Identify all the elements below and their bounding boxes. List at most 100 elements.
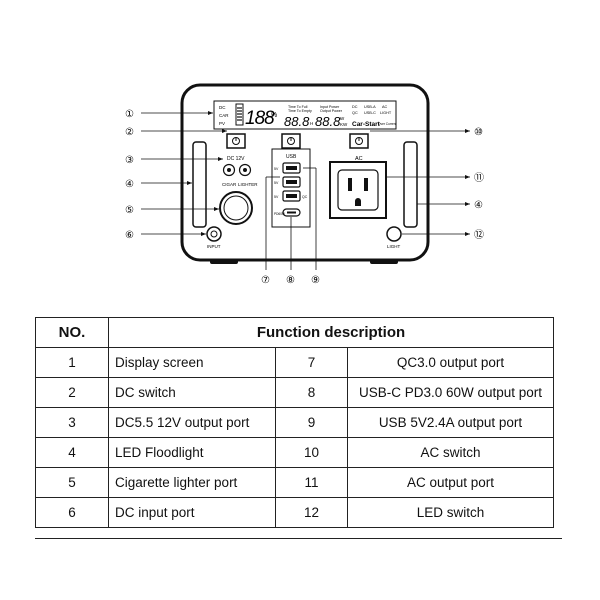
function-table: NO. Function description 1 Display scree… bbox=[35, 317, 554, 528]
row-description: USB 5V2.4A output port bbox=[347, 407, 554, 438]
lcd-input-dc: DC bbox=[219, 105, 226, 110]
lcd-time-to-empty: Time To Empty bbox=[288, 109, 312, 113]
table-row: 2 DC switch 8 USB-C PD3.0 60W output por… bbox=[35, 377, 554, 408]
dc-switch-button[interactable] bbox=[226, 133, 246, 149]
table-row: 5 Cigarette lighter port 11 AC output po… bbox=[35, 467, 554, 498]
row-number: 10 bbox=[275, 437, 348, 468]
table-row: 1 Display screen 7 QC3.0 output port bbox=[35, 347, 554, 378]
lcd-car-start: Car-Start bbox=[352, 121, 381, 128]
row-number: 7 bbox=[275, 347, 348, 378]
row-number: 8 bbox=[275, 377, 348, 408]
row-description: DC switch bbox=[108, 377, 276, 408]
dc55-port-right[interactable] bbox=[238, 163, 252, 177]
dc-input-port[interactable] bbox=[206, 226, 222, 242]
dc55-port-left[interactable] bbox=[222, 163, 236, 177]
device-foot-right bbox=[370, 259, 398, 264]
callouts-right: ⑩ ⑪ ④ ⑫ bbox=[370, 127, 484, 241]
ac-label: AC bbox=[355, 156, 363, 162]
row-number: 9 bbox=[275, 407, 348, 438]
lcd-input-car: CAR bbox=[219, 113, 229, 118]
lcd-input-pv: PV bbox=[219, 121, 225, 126]
input-label: INPUT bbox=[207, 244, 221, 249]
row-number: 12 bbox=[275, 497, 348, 528]
ac-switch-button[interactable] bbox=[349, 133, 369, 149]
lcd-digits-watts: 88.8 bbox=[315, 114, 341, 129]
callout-3: ③ bbox=[125, 155, 134, 166]
row-description: USB-C PD3.0 60W output port bbox=[347, 377, 554, 408]
usb-c-port[interactable] bbox=[282, 208, 301, 217]
callout-8: ⑧ bbox=[286, 275, 295, 286]
bottom-rule bbox=[35, 538, 562, 539]
lcd-out-light: LIGHT bbox=[380, 111, 392, 115]
lcd-battery-icon bbox=[235, 103, 244, 126]
lcd-out-ac: AC bbox=[382, 105, 388, 109]
callout-4-left: ④ bbox=[125, 179, 134, 190]
usb-port-label-1: 5V bbox=[274, 167, 279, 171]
cigarette-lighter-port[interactable] bbox=[219, 191, 253, 225]
header-no: NO. bbox=[35, 317, 109, 348]
lcd-digits-hours: 88.8 bbox=[284, 114, 310, 129]
usb-port-label-2: 5V bbox=[274, 181, 279, 185]
usb-label: USB bbox=[286, 154, 297, 160]
table-row: 4 LED Floodlight 10 AC switch bbox=[35, 437, 554, 468]
row-description: Cigarette lighter port bbox=[108, 467, 276, 498]
row-description: DC input port bbox=[108, 497, 276, 528]
row-description: DC5.5 12V output port bbox=[108, 407, 276, 438]
usb-port-1[interactable] bbox=[282, 162, 301, 174]
lcd-display: DC CAR PV 188 % Time To Full Time To Emp… bbox=[213, 100, 397, 130]
row-number: 6 bbox=[35, 497, 109, 528]
led-floodlight-left bbox=[192, 141, 207, 228]
lcd-output-power: Output Power bbox=[320, 109, 343, 113]
table-header-row: NO. Function description bbox=[35, 317, 554, 348]
light-label: LIGHT bbox=[387, 244, 401, 249]
callout-11: ⑪ bbox=[474, 172, 484, 184]
row-description: LED switch bbox=[347, 497, 554, 528]
row-description: LED Floodlight bbox=[108, 437, 276, 468]
usb-port-3[interactable] bbox=[282, 190, 301, 202]
led-switch-button[interactable] bbox=[386, 226, 402, 242]
lcd-battery-digits: 188 bbox=[245, 108, 275, 129]
callout-6: ⑥ bbox=[125, 230, 134, 241]
callout-10: ⑩ bbox=[474, 127, 483, 138]
header-function-description: Function description bbox=[108, 317, 554, 348]
lcd-out-usbc: USB-C bbox=[364, 111, 376, 115]
cigar-label: CIGAR bbox=[222, 182, 237, 187]
callout-9: ⑨ bbox=[311, 275, 320, 286]
lcd-out-dc: DC bbox=[352, 105, 358, 109]
row-number: 3 bbox=[35, 407, 109, 438]
ac-outlet[interactable] bbox=[329, 161, 387, 219]
qc-label: QC bbox=[302, 195, 308, 199]
lcd-percent: % bbox=[271, 112, 277, 119]
row-number: 2 bbox=[35, 377, 109, 408]
row-description: Display screen bbox=[108, 347, 276, 378]
power-station-diagram: DC CAR PV 188 % Time To Full Time To Emp… bbox=[125, 83, 484, 286]
usb-port-label-3: 5V bbox=[274, 195, 279, 199]
row-description: AC output port bbox=[347, 467, 554, 498]
row-description: AC switch bbox=[347, 437, 554, 468]
callout-4-right: ④ bbox=[474, 200, 483, 211]
lcd-unit-w: W bbox=[340, 116, 345, 121]
row-number: 4 bbox=[35, 437, 109, 468]
lcd-over-current: Over Current bbox=[378, 122, 397, 126]
lcd-unit-kw: KW bbox=[340, 122, 348, 127]
lcd-input-power: Input Power bbox=[320, 105, 340, 109]
callout-7: ⑦ bbox=[261, 275, 270, 286]
lcd-out-qc: QC bbox=[352, 111, 358, 115]
pd60w-label: PD60W bbox=[274, 212, 285, 216]
callout-2: ② bbox=[125, 127, 134, 138]
dc12v-label: DC 12V bbox=[227, 156, 245, 162]
usb-switch-button[interactable] bbox=[281, 133, 301, 149]
callout-12: ⑫ bbox=[474, 229, 484, 241]
callouts-bottom: ⑦ ⑧ ⑨ bbox=[261, 167, 320, 286]
row-description: QC3.0 output port bbox=[347, 347, 554, 378]
row-number: 1 bbox=[35, 347, 109, 378]
callout-1: ① bbox=[125, 109, 134, 120]
usb-port-2[interactable] bbox=[282, 176, 301, 188]
table-row: 6 DC input port 12 LED switch bbox=[35, 497, 554, 528]
row-number: 11 bbox=[275, 467, 348, 498]
lcd-out-usba: USB-A bbox=[364, 105, 376, 109]
lcd-time-to-full: Time To Full bbox=[288, 105, 308, 109]
row-number: 5 bbox=[35, 467, 109, 498]
device-foot-left bbox=[210, 259, 238, 264]
callouts-left: ① ② ③ ④ ⑤ ⑥ bbox=[125, 109, 227, 241]
